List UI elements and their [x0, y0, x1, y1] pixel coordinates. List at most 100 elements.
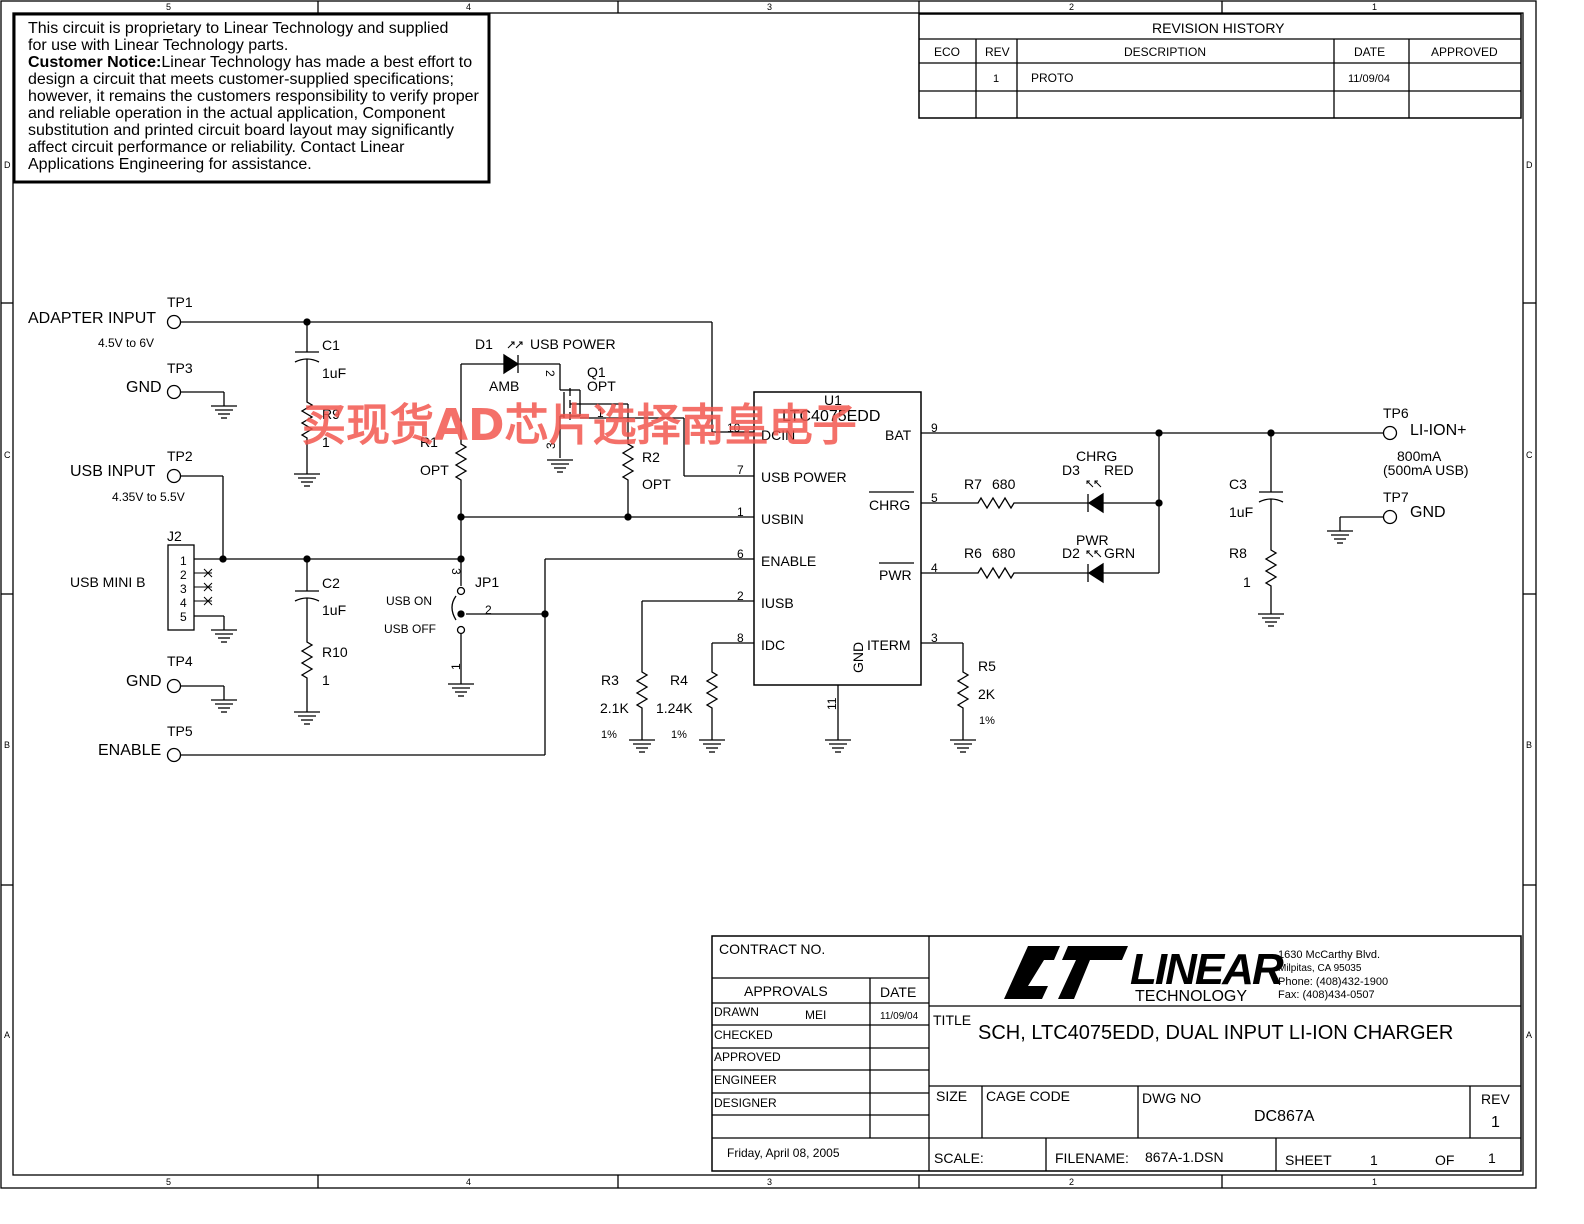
jp1-usb-off: USB OFF — [384, 622, 436, 636]
r4-tolerance: 1% — [671, 729, 687, 741]
pin-name-idc: IDC — [761, 637, 785, 653]
u1-ref: U1 — [824, 392, 842, 408]
date-header: DATE — [880, 984, 916, 1000]
usb-input-label: USB INPUT — [70, 463, 156, 480]
r3-value: 2.1K — [600, 700, 629, 716]
gnd-label: GND — [1410, 504, 1446, 521]
gnd-label: GND — [126, 379, 162, 396]
j2-label: J2 — [167, 528, 182, 544]
j2-pin: 5 — [180, 610, 187, 624]
j2-pin: 2 — [180, 568, 187, 582]
address-line: Fax: (408)434-0507 — [1278, 989, 1375, 1001]
col-approved: APPROVED — [1431, 45, 1498, 59]
notice-box — [12, 12, 491, 184]
notice-heading: Customer Notice: — [28, 54, 162, 71]
pin-name-enable: ENABLE — [761, 553, 816, 569]
r9-value: 1 — [322, 434, 330, 450]
c1-ref: C1 — [322, 337, 340, 353]
linear-technology-logo: LINEAR TECHNOLOGY — [1004, 945, 1286, 1005]
col-rev: REV — [985, 45, 1010, 59]
cage-code-label: CAGE CODE — [986, 1088, 1070, 1104]
logo-subtitle: TECHNOLOGY — [1135, 988, 1247, 1005]
r6-value: 680 — [992, 545, 1016, 561]
tp1-label: TP1 — [167, 294, 193, 310]
checked-label: CHECKED — [714, 1028, 773, 1042]
notice-line: however, it remains the customers respon… — [28, 88, 479, 105]
usb-mini-b-label: USB MINI B — [70, 574, 145, 590]
d1-led — [503, 353, 520, 375]
d3-color: RED — [1104, 462, 1134, 478]
d3-ref: D3 — [1062, 462, 1080, 478]
jp1-ref: JP1 — [475, 574, 499, 590]
pin-num: 7 — [737, 463, 744, 477]
d2-name: PWR — [1076, 532, 1109, 548]
revision-title: REVISION HISTORY — [1152, 20, 1285, 36]
d3-led — [1087, 492, 1104, 514]
notice-line: and reliable operation in the actual app… — [28, 105, 446, 122]
usb-power-path — [447, 341, 754, 697]
drawn-date: 11/09/04 — [880, 1011, 919, 1022]
rev-label: REV — [1481, 1091, 1510, 1107]
c3-value: 1uF — [1229, 504, 1253, 520]
pin-num: 11 — [825, 697, 839, 710]
print-date: Friday, April 08, 2005 — [727, 1146, 840, 1160]
pin-name-gnd: GND — [850, 642, 866, 673]
tp2-label: TP2 — [167, 448, 193, 464]
address-line: 1630 McCarthy Blvd. — [1278, 949, 1380, 961]
r3-ref: R3 — [601, 672, 619, 688]
pin-name-usb-power: USB POWER — [761, 469, 847, 485]
pin-num: 9 — [931, 421, 938, 435]
d1-ref: D1 — [475, 336, 493, 352]
r5-ref: R5 — [978, 658, 996, 674]
drawn-by: MEI — [805, 1008, 826, 1022]
u1-part: LTC4075EDD — [782, 408, 880, 425]
designer-label: DESIGNER — [714, 1096, 777, 1110]
col-label: 1 — [1372, 1177, 1377, 1187]
c1-value: 1uF — [322, 365, 346, 381]
r10-value: 1 — [322, 672, 330, 688]
watermark: 买现货AD芯片选择南皇电子 — [302, 400, 857, 451]
r9-ref: R9 — [322, 406, 340, 422]
notice-line: Linear Technology has made a best effort… — [161, 54, 473, 71]
tp1-pad — [166, 314, 182, 330]
col-date: DATE — [1354, 45, 1385, 59]
j2-pin: 1 — [180, 554, 187, 568]
address-line: Phone: (408)432-1900 — [1278, 976, 1388, 988]
col-label: 1 — [1372, 2, 1377, 12]
r1-ref: R1 — [420, 434, 438, 450]
revision-table: REVISION HISTORY ECO REV DESCRIPTION DAT… — [918, 13, 1522, 119]
q1-pin: 1 — [597, 406, 604, 420]
rev-value: 1 — [993, 73, 999, 85]
approvals-label: APPROVALS — [744, 983, 828, 999]
logo-wordmark: LINEAR — [1130, 945, 1284, 994]
c2-value: 1uF — [322, 602, 346, 618]
r7-value: 680 — [992, 476, 1016, 492]
r6-ref: R6 — [964, 545, 982, 561]
adapter-range: 4.5V to 6V — [98, 336, 154, 350]
r5-tolerance: 1% — [979, 715, 995, 727]
pin-num: 10 — [727, 421, 741, 435]
of-label: OF — [1435, 1152, 1454, 1168]
address-line: Milpitas, CA 95035 — [1278, 963, 1362, 974]
jp1-usb-on: USB ON — [386, 594, 432, 608]
col-label: 3 — [767, 2, 772, 12]
filename-label: FILENAME: — [1055, 1150, 1129, 1166]
d2-ref: D2 — [1062, 545, 1080, 561]
q1-pin: 2 — [543, 370, 557, 377]
row-label: B — [1526, 740, 1532, 750]
r2-ref: R2 — [642, 449, 660, 465]
row-label: C — [1526, 450, 1533, 460]
enable-label: ENABLE — [98, 742, 161, 759]
pin-name-chrg: CHRG — [869, 497, 910, 513]
pin-name-iusb: IUSB — [761, 595, 794, 611]
adapter-label: ADAPTER INPUT — [28, 310, 156, 327]
col-label: 3 — [767, 1177, 772, 1187]
r2-value: OPT — [642, 476, 671, 492]
tp7-pad — [1382, 509, 1398, 525]
size-label: SIZE — [936, 1088, 967, 1104]
c3-ref: C3 — [1229, 476, 1247, 492]
r5-value: 2K — [978, 686, 996, 702]
pin-name-pwr: PWR — [879, 567, 912, 583]
li-ion-label: LI-ION+ — [1410, 422, 1466, 439]
col-label: 5 — [166, 1177, 171, 1187]
